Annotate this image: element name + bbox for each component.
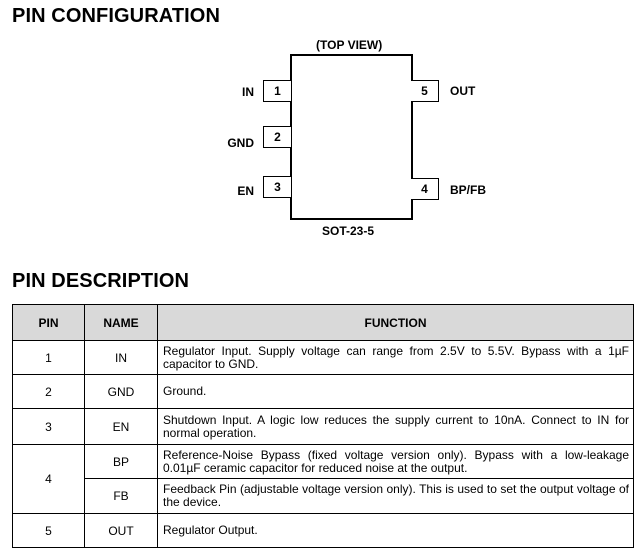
chip-package-outline	[290, 54, 413, 220]
pin-description-heading: PIN DESCRIPTION	[12, 270, 190, 292]
pin-name-cell: IN	[84, 340, 158, 375]
pin-name-cell: FB	[84, 478, 158, 514]
table-row: 2 GND Ground.	[12, 374, 634, 409]
table-row: 1 IN Regulator Input. Supply voltage can…	[12, 340, 634, 375]
pin-number-cell: 1	[12, 340, 85, 375]
column-header-name: NAME	[84, 304, 158, 341]
pin-function-cell: Ground.	[157, 374, 634, 409]
pin-1-name: IN	[242, 85, 254, 99]
pin-function-cell: Regulator Input. Supply voltage can rang…	[157, 340, 634, 375]
pin-name-cell: EN	[84, 408, 158, 445]
pin-2-number: 2	[263, 126, 291, 148]
pin-function-cell: Feedback Pin (adjustable voltage version…	[157, 478, 634, 514]
top-view-label: (TOP VIEW)	[316, 38, 383, 52]
pin-5-name: OUT	[450, 84, 476, 98]
pin-name-cell: OUT	[84, 513, 158, 548]
pin-4-name: BP/FB	[450, 183, 486, 197]
pin-description-table: PIN NAME FUNCTION 1 IN Regulator Input. …	[12, 304, 634, 548]
pin-name-cell: BP	[84, 444, 158, 479]
pin-2-name: GND	[227, 136, 254, 150]
pin-3-number: 3	[263, 176, 291, 198]
pin-3-name: EN	[237, 184, 254, 198]
pin-name-cell: GND	[84, 374, 158, 409]
table-row: 3 EN Shutdown Input. A logic low reduces…	[12, 408, 634, 445]
column-header-function: FUNCTION	[157, 304, 634, 341]
table-row: FB Feedback Pin (adjustable voltage vers…	[13, 478, 634, 514]
pin-number-cell: 3	[12, 408, 85, 445]
pin-1-number: 1	[263, 80, 291, 102]
table-row: 4 BP Reference-Noise Bypass (fixed volta…	[12, 444, 634, 514]
pin-function-cell: Shutdown Input. A logic low reduces the …	[157, 408, 634, 445]
pin-function-cell: Regulator Output.	[157, 513, 634, 548]
package-label: SOT-23-5	[322, 224, 375, 238]
pin-function-cell: Reference-Noise Bypass (fixed voltage ve…	[157, 444, 634, 479]
pin-5-number: 5	[411, 80, 439, 102]
table-row: 5 OUT Regulator Output.	[12, 513, 634, 548]
pin-number-cell: 5	[12, 513, 85, 548]
column-header-pin: PIN	[12, 304, 85, 341]
pin-number-cell: 4	[12, 444, 85, 514]
pin-4-number: 4	[411, 178, 439, 200]
table-header-row: PIN NAME FUNCTION	[12, 304, 634, 341]
pin-configuration-heading: PIN CONFIGURATION	[12, 5, 220, 27]
pin-number-cell: 2	[12, 374, 85, 409]
